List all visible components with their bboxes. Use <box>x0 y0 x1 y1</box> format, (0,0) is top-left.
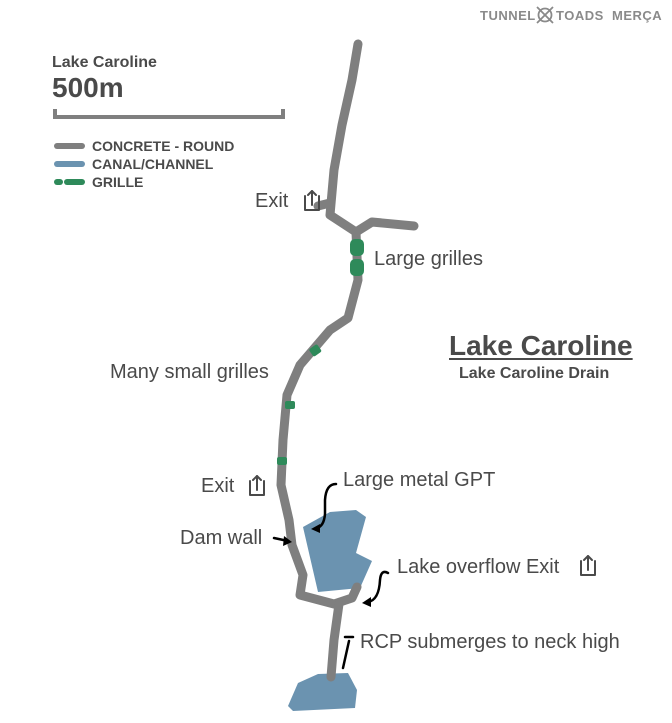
lake-bottom-polygon <box>288 673 357 711</box>
large-grille <box>350 239 364 256</box>
legend-item-canal: CANAL/CHANNEL <box>92 156 214 172</box>
legend-item-concrete: CONCRETE - ROUND <box>92 138 235 154</box>
overflow-pointer-arrow <box>366 570 390 604</box>
label-lake-overflow-exit: Lake overflow Exit <box>397 556 560 578</box>
label-many-small-grilles: Many small grilles <box>110 361 269 383</box>
small-grille <box>277 457 287 465</box>
overflow-arrow-head <box>362 597 371 607</box>
label-large-grilles: Large grilles <box>374 248 483 270</box>
scale-label: 500m <box>52 72 124 103</box>
exit-icon <box>249 475 265 496</box>
map-title: Lake Caroline <box>449 330 633 361</box>
legend-title: Lake Caroline <box>52 54 157 71</box>
label-exit-top: Exit <box>255 190 289 212</box>
rcp-pointer-line <box>341 639 351 670</box>
brand-tunnel: TUNNEL <box>480 8 536 23</box>
brand-toads: TOADS <box>556 8 604 23</box>
legend-item-grille: GRILLE <box>92 174 144 190</box>
label-rcp-submerges: RCP submerges to neck high <box>360 631 620 653</box>
large-grille <box>350 259 364 276</box>
brand-partner: MERÇA <box>612 8 663 23</box>
drain-north-branch <box>351 217 419 237</box>
drain-main-line <box>276 39 363 609</box>
small-grille <box>309 344 322 357</box>
exit-icon <box>304 190 320 211</box>
label-exit-mid: Exit <box>201 475 235 497</box>
crossed-circle-icon <box>536 6 554 24</box>
exit-icon <box>580 555 596 576</box>
label-dam-wall: Dam wall <box>180 527 263 549</box>
gpt-pointer-arrow <box>315 482 338 530</box>
dam-wall-arrow-head <box>283 536 292 546</box>
map-subtitle: Lake Caroline Drain <box>459 365 610 382</box>
lake-polygon <box>303 510 372 592</box>
label-large-metal-gpt: Large metal GPT <box>343 469 496 491</box>
small-grille <box>285 401 295 409</box>
gpt-arrow-head <box>311 524 320 533</box>
scale-bar <box>53 109 285 119</box>
drain-lower-branch <box>326 599 344 682</box>
